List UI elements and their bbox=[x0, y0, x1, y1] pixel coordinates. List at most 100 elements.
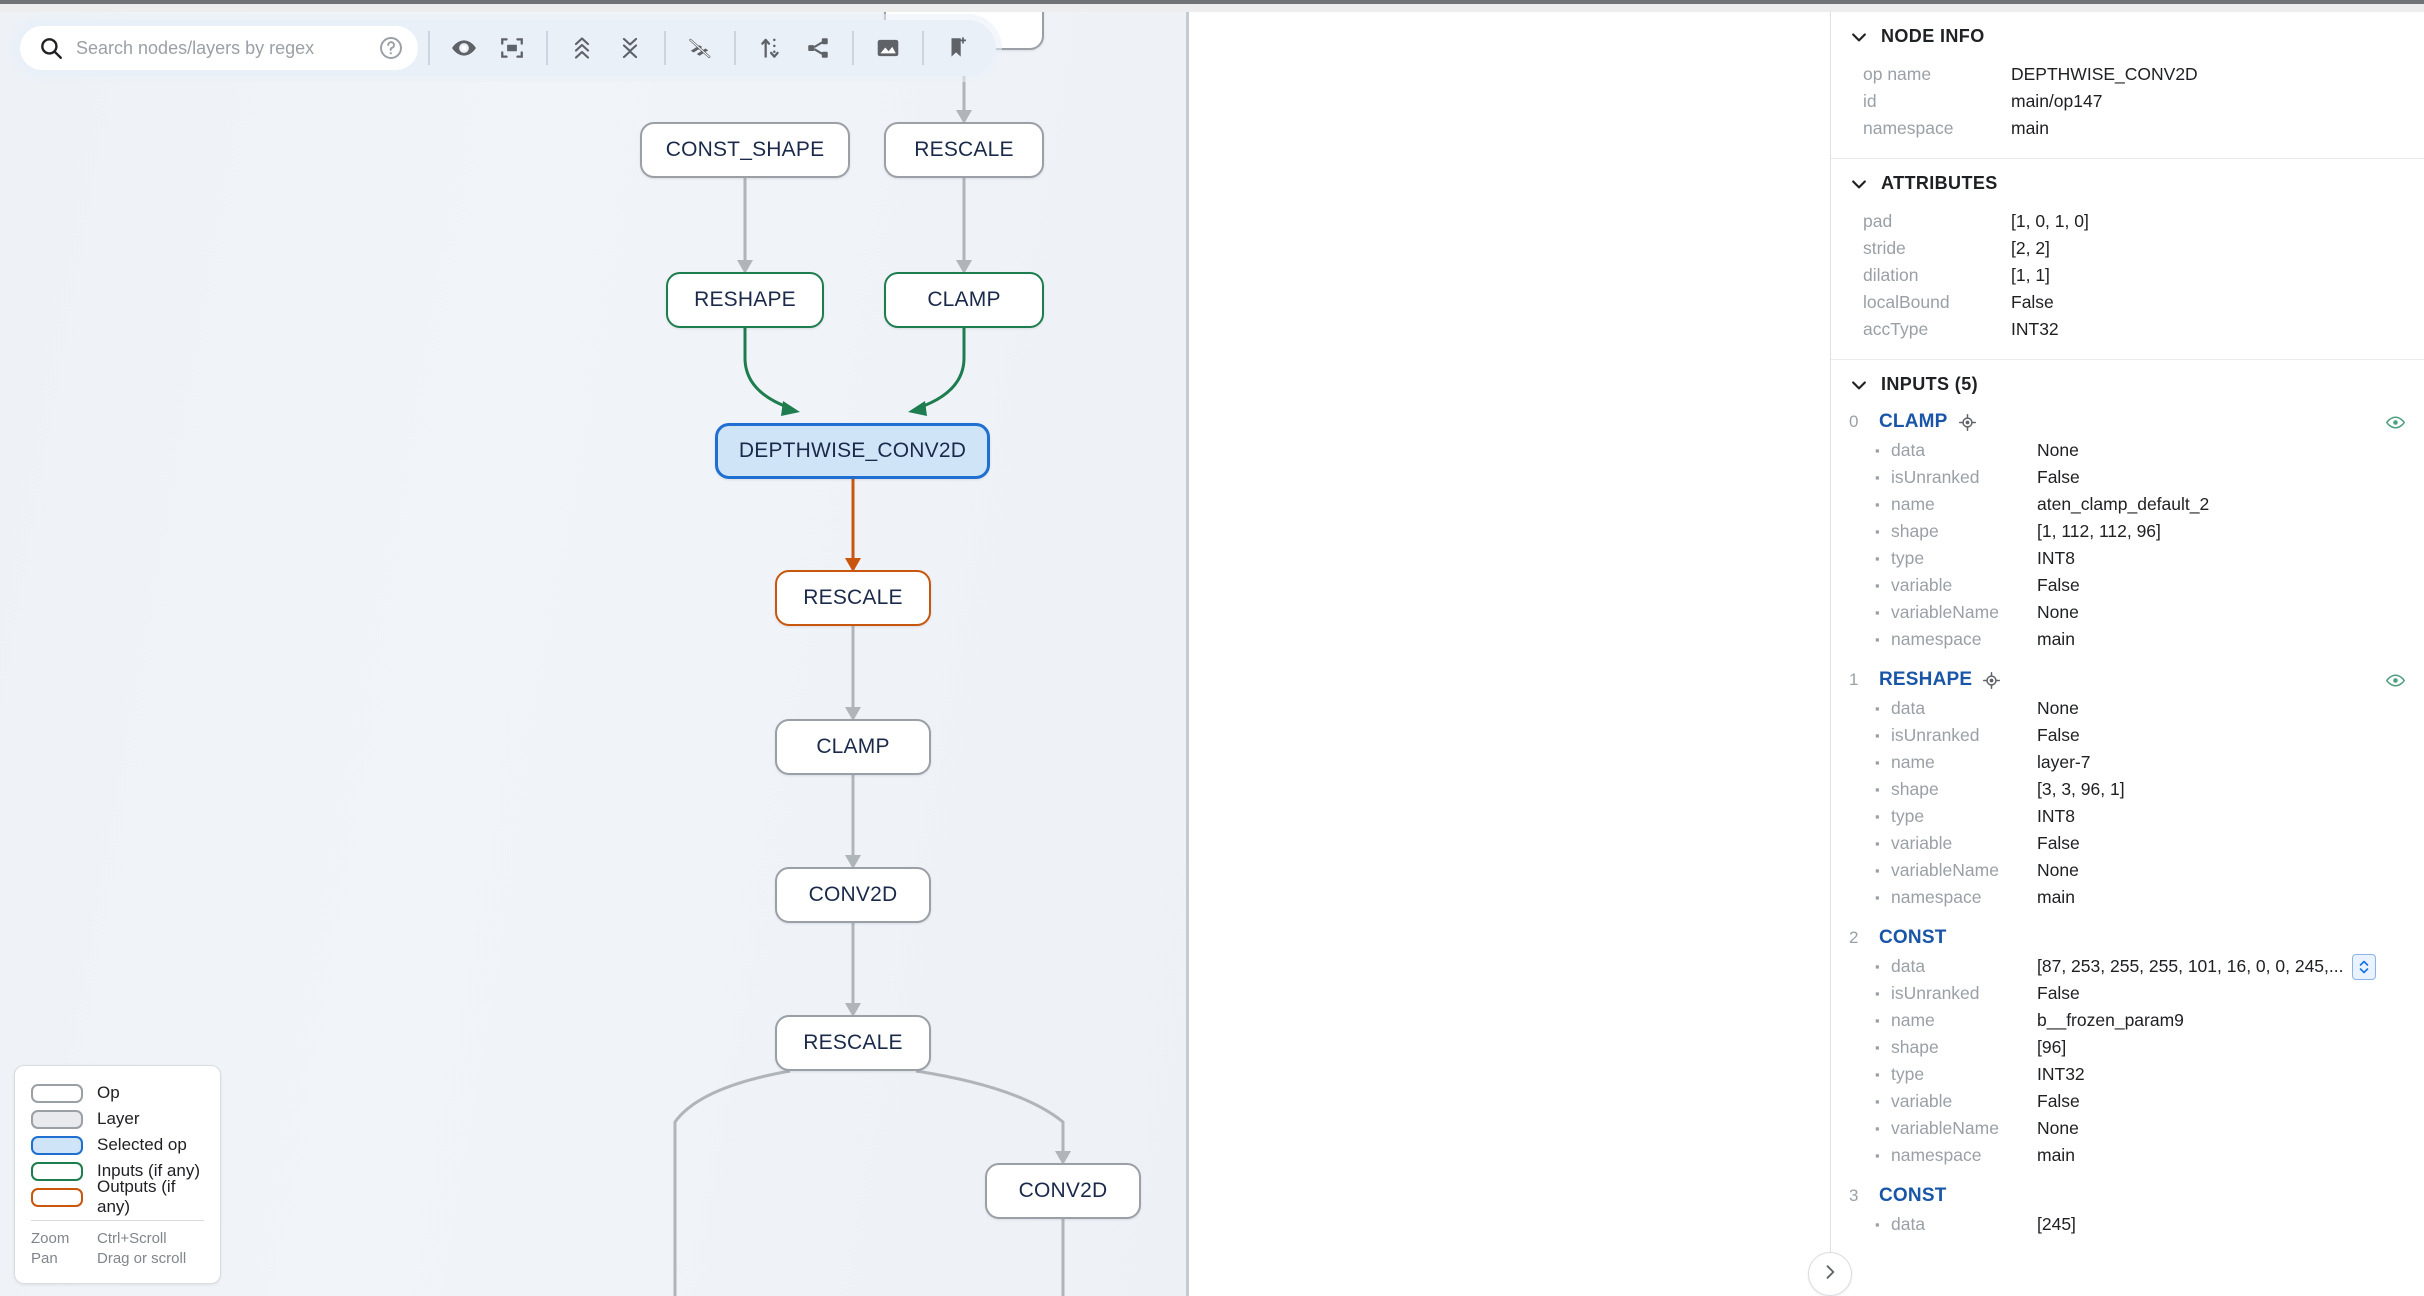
input-name-link[interactable]: RESHAPE bbox=[1879, 669, 1973, 690]
input-key: data bbox=[1891, 1214, 1926, 1234]
input-key: isUnranked bbox=[1891, 983, 1980, 1003]
graph-node-label: RESCALE bbox=[803, 586, 903, 609]
toggle-visibility-icon[interactable] bbox=[2385, 670, 2406, 691]
legend-hint-zoom: Zoom Ctrl+Scroll bbox=[31, 1229, 204, 1249]
input-key: type bbox=[1891, 806, 1925, 826]
fit-to-screen-icon[interactable] bbox=[493, 29, 531, 67]
bullet-icon: ▪ bbox=[1875, 470, 1880, 485]
input-key: variable bbox=[1891, 1091, 1953, 1111]
graph-node-label: CONV2D bbox=[1018, 1179, 1108, 1202]
legend-item-layer: Layer bbox=[31, 1106, 204, 1132]
flip-direction-icon[interactable] bbox=[751, 29, 789, 67]
add-bookmark-icon[interactable] bbox=[939, 29, 977, 67]
graph-node-conv2d-2[interactable]: CONV2D bbox=[985, 1163, 1141, 1219]
chevron-right-icon bbox=[1820, 1262, 1840, 1287]
expand-all-layers-icon[interactable] bbox=[563, 29, 601, 67]
input-value: False bbox=[2037, 983, 2080, 1003]
locate-node-icon[interactable] bbox=[1958, 413, 1977, 432]
graph-node-conv2d-1[interactable]: CONV2D bbox=[775, 867, 931, 923]
legend-chip-layer bbox=[31, 1109, 83, 1129]
graph-node-rescale-2[interactable]: RESCALE bbox=[775, 1015, 931, 1071]
attribute-key: localBound bbox=[1863, 292, 1950, 312]
bullet-icon: ▪ bbox=[1875, 836, 1880, 851]
download-image-icon[interactable] bbox=[869, 29, 907, 67]
input-row: ▪ isUnranked False bbox=[1875, 980, 2406, 1007]
section-node-info-header[interactable]: NODE INFO bbox=[1831, 26, 2424, 47]
toolbar-divider-2 bbox=[546, 31, 548, 65]
search-input[interactable] bbox=[76, 37, 366, 59]
expand-data-stepper[interactable] bbox=[2351, 953, 2376, 980]
attribute-key: pad bbox=[1863, 211, 1893, 231]
input-value: None bbox=[2037, 602, 2079, 622]
legend-chip-inputs bbox=[31, 1161, 83, 1181]
section-inputs-header[interactable]: INPUTS (5) bbox=[1831, 374, 2424, 395]
attribute-row: dilation [1, 1] bbox=[1863, 262, 2406, 289]
bullet-icon: ▪ bbox=[1875, 809, 1880, 824]
node-info-value: DEPTHWISE_CONV2D bbox=[2011, 64, 2198, 84]
legend-chip-outputs bbox=[31, 1187, 83, 1207]
bullet-icon: ▪ bbox=[1875, 1217, 1880, 1232]
input-key: variable bbox=[1891, 575, 1953, 595]
window-top-bar bbox=[0, 0, 2424, 4]
legend-hint-key: Zoom bbox=[31, 1230, 70, 1247]
legend-hint-value: Ctrl+Scroll bbox=[97, 1230, 167, 1247]
attribute-row: pad [1, 0, 1, 0] bbox=[1863, 208, 2406, 235]
input-key: variable bbox=[1891, 833, 1953, 853]
toggle-visibility-icon[interactable] bbox=[2385, 412, 2406, 433]
input-index: 2 bbox=[1849, 928, 1859, 947]
input-value: None bbox=[2037, 698, 2079, 718]
hide-edges-icon[interactable] bbox=[681, 29, 719, 67]
input-value: INT8 bbox=[2037, 806, 2075, 826]
input-row: ▪shape[1, 112, 112, 96] bbox=[1875, 518, 2406, 545]
input-name-link[interactable]: CONST bbox=[1879, 927, 1947, 948]
locate-node-icon[interactable] bbox=[1982, 671, 2001, 690]
graph-node-reshape[interactable]: RESHAPE bbox=[666, 272, 824, 328]
input-key: type bbox=[1891, 548, 1925, 568]
bullet-icon: ▪ bbox=[1875, 1121, 1880, 1136]
section-title: NODE INFO bbox=[1881, 26, 1985, 46]
input-name-link[interactable]: CLAMP bbox=[1879, 411, 1948, 432]
input-value: main bbox=[2037, 629, 2075, 649]
bullet-icon: ▪ bbox=[1875, 986, 1880, 1001]
legend-label: Selected op bbox=[97, 1135, 187, 1154]
graph-toolbar bbox=[14, 20, 996, 76]
graph-node-clamp-2[interactable]: CLAMP bbox=[775, 719, 931, 775]
bullet-icon: ▪ bbox=[1875, 578, 1880, 593]
collapse-all-layers-icon[interactable] bbox=[611, 29, 649, 67]
help-circle-icon[interactable] bbox=[378, 35, 404, 61]
graph-node-const-shape[interactable]: CONST_SHAPE bbox=[640, 122, 850, 178]
visibility-icon[interactable] bbox=[445, 29, 483, 67]
input-value: [1, 112, 112, 96] bbox=[2037, 521, 2161, 541]
attribute-value: [1, 0, 1, 0] bbox=[2011, 211, 2089, 231]
graph-node-rescale-output[interactable]: RESCALE bbox=[775, 570, 931, 626]
toolbar-divider-5 bbox=[852, 31, 854, 65]
section-title: INPUTS (5) bbox=[1881, 374, 1979, 394]
chevron-down-icon bbox=[1849, 27, 1869, 47]
legend-item-inputs: Inputs (if any) bbox=[31, 1158, 204, 1184]
graph-node-label: RESHAPE bbox=[694, 288, 796, 311]
input-header: 3 CONST bbox=[1849, 1185, 2406, 1207]
input-value: False bbox=[2037, 575, 2080, 595]
section-attributes-header[interactable]: ATTRIBUTES bbox=[1831, 173, 2424, 194]
graph-node-depthwise-conv2d-selected[interactable]: DEPTHWISE_CONV2D bbox=[715, 423, 990, 479]
attribute-key: stride bbox=[1863, 238, 1906, 258]
bullet-icon: ▪ bbox=[1875, 782, 1880, 797]
share-graph-icon[interactable] bbox=[799, 29, 837, 67]
input-row: ▪ type INT8 bbox=[1875, 803, 2406, 830]
legend-hint-key: Pan bbox=[31, 1250, 58, 1267]
input-value: INT8 bbox=[2037, 548, 2075, 568]
graph-node-clamp-input[interactable]: CLAMP bbox=[884, 272, 1044, 328]
collapse-panel-button[interactable] bbox=[1808, 1252, 1852, 1296]
graph-node-rescale-top[interactable]: RESCALE bbox=[884, 122, 1044, 178]
search-box[interactable] bbox=[20, 26, 418, 70]
section-title: ATTRIBUTES bbox=[1881, 173, 1998, 193]
input-name-link[interactable]: CONST bbox=[1879, 1185, 1947, 1206]
